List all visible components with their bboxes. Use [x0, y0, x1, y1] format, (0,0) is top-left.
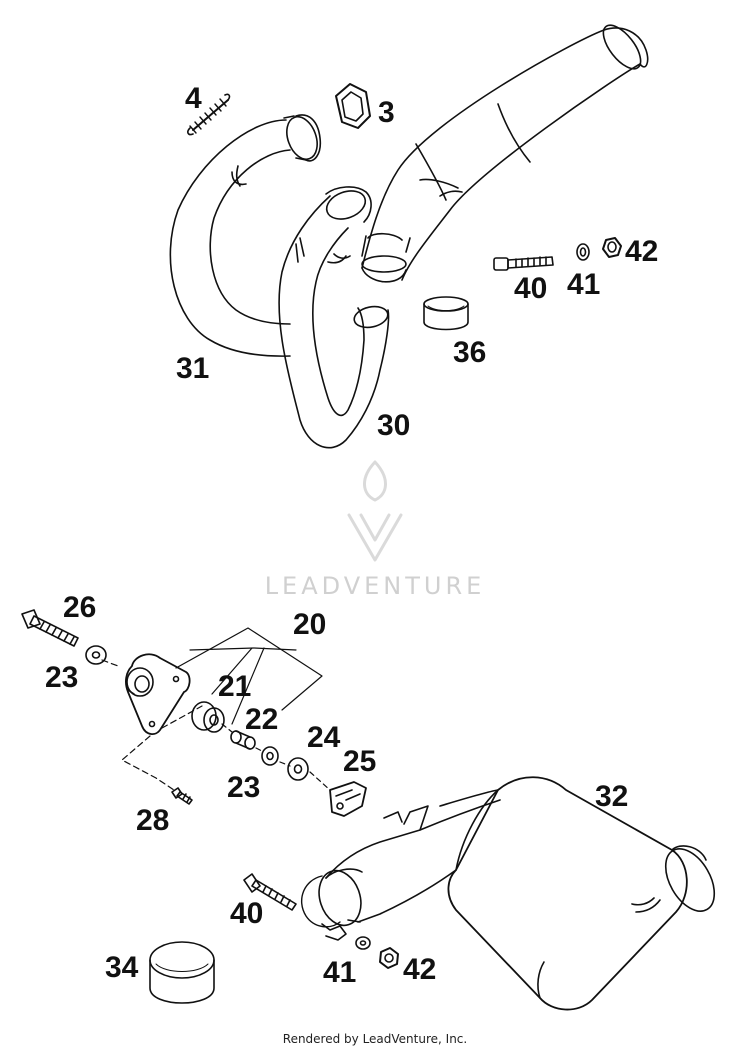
part-20-bracket	[126, 654, 190, 734]
part-4-spring	[188, 94, 230, 134]
callout-40-upper: 40	[514, 272, 548, 305]
part-36-sleeve	[424, 297, 468, 330]
callout-31: 31	[176, 352, 210, 385]
watermark-logo	[349, 462, 401, 560]
part-25-clip	[330, 782, 366, 816]
part-26-bolt	[22, 610, 78, 646]
callout-28: 28	[136, 804, 170, 837]
callout-4: 4	[185, 82, 202, 115]
part-upper-muffler	[362, 19, 648, 282]
part-24-washer	[288, 758, 308, 780]
callout-42-lower: 42	[403, 953, 437, 986]
callout-26: 26	[63, 591, 97, 624]
callout-23-right: 23	[227, 771, 261, 804]
part-34-sleeve	[150, 942, 214, 1003]
part-spacer-sleeve	[231, 731, 255, 749]
part-32-muffler	[302, 777, 725, 1009]
part-21-22-grommet	[192, 702, 224, 732]
callout-41-lower: 41	[323, 956, 357, 989]
part-30-header-pipe	[279, 186, 390, 448]
callout-34: 34	[105, 951, 139, 984]
callout-42-upper: 42	[625, 235, 659, 268]
callout-25: 25	[343, 745, 377, 778]
callout-20: 20	[293, 608, 327, 641]
callout-30: 30	[377, 409, 411, 442]
footer-credit: Rendered by LeadVenture, Inc.	[282, 1032, 468, 1046]
callout-32: 32	[595, 780, 629, 813]
callout-40-lower: 40	[230, 897, 264, 930]
part-31-header-pipe	[170, 113, 322, 357]
watermark-text: LEADVENTURE	[264, 572, 486, 600]
part-23-washer-right	[262, 747, 278, 765]
part-23-washer-left	[86, 646, 106, 664]
callout-41-upper: 41	[567, 268, 601, 301]
part-41-washer-lower	[356, 937, 370, 949]
callout-22: 22	[245, 703, 279, 736]
part-40-bolt-lower	[244, 874, 296, 910]
leader-lines	[102, 628, 330, 790]
callout-3: 3	[378, 96, 395, 129]
part-41-washer-upper	[577, 244, 589, 260]
part-42-nut-upper	[603, 238, 621, 257]
callout-36: 36	[453, 336, 487, 369]
part-28-bolt	[172, 788, 192, 804]
callout-24: 24	[307, 721, 341, 754]
part-42-nut-lower	[380, 948, 398, 968]
callout-21: 21	[218, 670, 252, 703]
part-3-gasket	[336, 84, 370, 128]
callout-23-left: 23	[45, 661, 79, 694]
part-40-bolt-upper	[494, 257, 553, 270]
